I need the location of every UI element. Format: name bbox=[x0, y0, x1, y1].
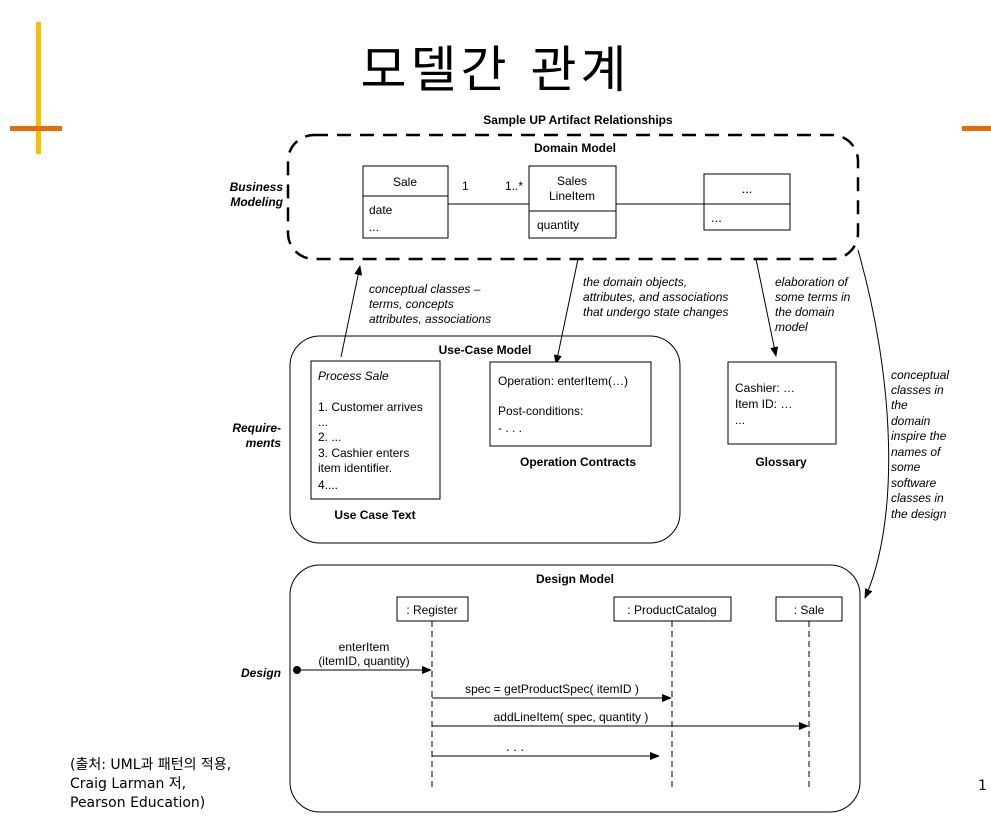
usecase-title: Process Sale bbox=[318, 369, 389, 383]
decor-horizontal-bar-right bbox=[962, 126, 991, 131]
note-domain-objects-3: that undergo state changes bbox=[583, 305, 728, 319]
glossary-line-1: Cashier: … bbox=[735, 381, 795, 395]
note-inspire-1: conceptual bbox=[891, 368, 949, 382]
page-number: 1 bbox=[978, 778, 987, 794]
glossary-caption: Glossary bbox=[755, 455, 807, 469]
lifeline-sale-label: : Sale bbox=[794, 603, 825, 617]
contract-line-2: Post-conditions: bbox=[498, 404, 583, 418]
note-conceptual-1: conceptual classes – bbox=[369, 282, 481, 296]
usecase-line-1: 1. Customer arrives bbox=[318, 400, 423, 414]
row-label-design: Design bbox=[241, 666, 281, 680]
class-sale-attr-2: ... bbox=[369, 220, 379, 234]
msg-more-label: . . . bbox=[506, 739, 524, 754]
lifeline-sale bbox=[775, 596, 843, 622]
class-other-name: ... bbox=[742, 181, 753, 196]
diagram-title: Sample UP Artifact Relationships bbox=[483, 113, 673, 127]
usecase-line-3: 2. ... bbox=[318, 430, 341, 444]
arrow-usecase-to-domain bbox=[340, 265, 363, 358]
note-inspire-2: classes in bbox=[891, 383, 944, 397]
usecase-text-box bbox=[310, 360, 441, 500]
note-elaboration-1: elaboration of bbox=[775, 275, 849, 289]
usecase-line-5: item identifier. bbox=[318, 461, 392, 475]
usecase-model-container bbox=[289, 335, 681, 544]
note-inspire-9: classes in bbox=[891, 491, 944, 505]
note-inspire-4: domain bbox=[891, 414, 931, 428]
glossary-line-2: Item ID: … bbox=[735, 397, 792, 411]
arrow-domain-to-glossary bbox=[755, 258, 779, 357]
row-label-requirements-2: ments bbox=[246, 436, 282, 450]
note-inspire-10: the design bbox=[891, 507, 947, 521]
note-elaboration-4: model bbox=[775, 320, 808, 334]
class-lineitem-attr: quantity bbox=[537, 218, 579, 232]
row-label-business-2: Modeling bbox=[230, 195, 283, 209]
note-conceptual-3: attributes, associations bbox=[369, 312, 491, 326]
source-citation: (출처: UML과 패턴의 적용, Craig Larman 저, Pearso… bbox=[70, 756, 231, 813]
class-sale-attr-1: date bbox=[369, 203, 393, 217]
class-saleslineitem bbox=[528, 165, 617, 239]
msg-enteritem-label-1: enterItem bbox=[339, 640, 390, 654]
class-sale bbox=[362, 165, 449, 239]
arrow-domain-to-design bbox=[857, 249, 890, 599]
source-line-1: (출처: UML과 패턴의 적용, bbox=[70, 757, 232, 773]
diagram-frame: Sample UP Artifact Relationships Busines… bbox=[62, 104, 962, 826]
mult-right: 1..* bbox=[505, 179, 523, 193]
note-inspire-8: software bbox=[891, 476, 937, 490]
decor-vertical-bar bbox=[36, 22, 41, 154]
contract-line-1: Operation: enterItem(…) bbox=[498, 374, 628, 388]
domain-model-container bbox=[286, 133, 860, 261]
artifact-diagram: Sample UP Artifact Relationships Busines… bbox=[230, 113, 949, 813]
design-model-label: Design Model bbox=[536, 572, 614, 586]
note-elaboration-3: the domain bbox=[775, 305, 835, 319]
usecase-caption: Use Case Text bbox=[334, 508, 415, 522]
note-inspire-7: some bbox=[891, 460, 921, 474]
usecase-line-2: ... bbox=[318, 415, 328, 429]
domain-model-label: Domain Model bbox=[534, 141, 616, 155]
source-line-3: Pearson Education) bbox=[70, 795, 206, 811]
class-other-attr: ... bbox=[711, 210, 722, 225]
msg-addlineitem-label: addLineItem( spec, quantity ) bbox=[494, 710, 649, 724]
msg-enteritem-label-2: (itemID, quantity) bbox=[318, 654, 409, 668]
lifeline-register-label: : Register bbox=[406, 603, 457, 617]
note-inspire-5: inspire the bbox=[891, 429, 947, 443]
note-domain-objects-2: attributes, and associations bbox=[583, 290, 728, 304]
row-label-requirements-1: Require- bbox=[232, 421, 281, 435]
note-inspire-6: names of bbox=[891, 445, 942, 459]
mult-left: 1 bbox=[462, 179, 469, 193]
lifeline-register bbox=[396, 596, 469, 622]
lifeline-productcatalog bbox=[613, 596, 732, 622]
contract-caption: Operation Contracts bbox=[520, 455, 636, 469]
note-conceptual-2: terms, concepts bbox=[369, 297, 454, 311]
note-inspire-3: the bbox=[891, 398, 908, 412]
contract-line-3: - . . . bbox=[498, 421, 522, 435]
decor-horizontal-bar bbox=[10, 126, 62, 131]
lifeline-productcatalog-label: : ProductCatalog bbox=[627, 603, 716, 617]
class-lineitem-name-1: Sales bbox=[557, 174, 587, 188]
usecase-model-label: Use-Case Model bbox=[439, 343, 532, 357]
operation-contract-box bbox=[489, 361, 652, 447]
arrow-domain-to-contracts bbox=[553, 258, 579, 365]
note-domain-objects-1: the domain objects, bbox=[583, 275, 687, 289]
usecase-line-4: 3. Cashier enters bbox=[318, 446, 409, 460]
design-model-container bbox=[289, 564, 861, 813]
class-other bbox=[703, 173, 791, 231]
class-sale-name: Sale bbox=[393, 175, 417, 189]
glossary-box bbox=[727, 361, 837, 445]
row-label-business-1: Business bbox=[230, 180, 284, 194]
msg-getproductspec-label: spec = getProductSpec( itemID ) bbox=[465, 682, 639, 696]
class-lineitem-name-2: LineItem bbox=[549, 189, 595, 203]
source-line-2: Craig Larman 저, bbox=[70, 776, 187, 792]
slide-title: 모델간 관계 bbox=[360, 41, 631, 99]
usecase-line-6: 4.... bbox=[318, 478, 338, 492]
glossary-line-3: ... bbox=[735, 413, 745, 427]
note-elaboration-2: some terms in bbox=[775, 290, 851, 304]
